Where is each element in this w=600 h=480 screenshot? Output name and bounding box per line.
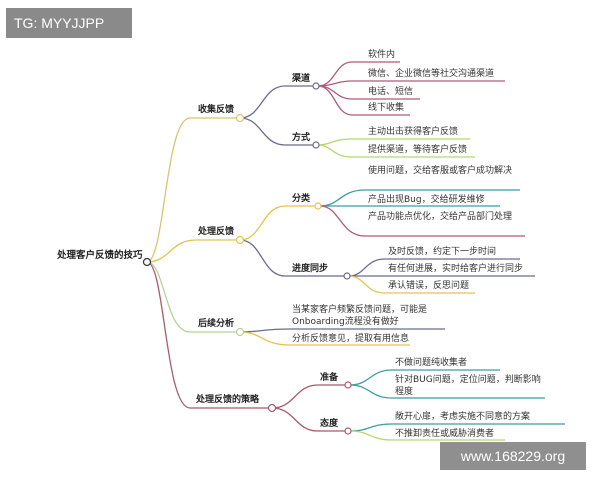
leaf-text: 主动出击获得客户反馈: [368, 127, 459, 137]
connector-handle-fenlei: [239, 205, 316, 241]
sub-category: 分类: [292, 194, 311, 204]
sub-channel: 渠道: [292, 74, 311, 84]
sub-progress-sync: 进度同步: [292, 264, 329, 274]
leaf-text: 产品功能点优化，交给产品部门处理: [368, 212, 513, 222]
leaf-text: 产品出现Bug，交给研发维修: [368, 195, 485, 205]
leaf-text: 软件内: [368, 50, 396, 60]
connector-root-collect: [146, 117, 240, 263]
leaf-text: 及时反馈，约定下一步时间: [388, 247, 497, 257]
leaf-text: 提供渠道，等待客户反馈: [368, 145, 468, 155]
branch-followup-analysis: 后续分析: [198, 319, 235, 329]
leaf-text: 分析反馈意见，提取有用信息: [292, 334, 410, 344]
connector-handle-jindu: [239, 239, 345, 277]
connector-strategy-zhunbei: [271, 384, 346, 409]
branch-handle-feedback: 处理反馈: [198, 227, 235, 237]
sub-attitude: 态度: [320, 419, 339, 429]
leaf-text: 微信、企业微信等社交沟通渠道: [368, 69, 495, 79]
leaf-text: 不做问题纯收集者: [395, 358, 468, 368]
connector-root-handle: [146, 239, 240, 263]
watermark-top-left: TG: MYYJJPP: [6, 8, 132, 38]
connector-strategy-taidu: [271, 407, 346, 432]
connector-root-analysis: [146, 261, 240, 333]
leaf-text: 针对BUG问题，定位问题，判断影响程度: [395, 375, 541, 397]
sub-preparation: 准备: [320, 373, 339, 383]
watermark-bottom-right: www.168229.org: [440, 442, 586, 470]
leaf-text: 不推卸责任或威胁消费者: [395, 429, 495, 439]
leaf-text: 敞开心扉，考虑实施不同意的方案: [395, 412, 531, 422]
branch-strategy: 处理反馈的策略: [196, 395, 260, 405]
root-node: 处理客户反馈的技巧: [57, 250, 143, 261]
branch-collect-feedback: 收集反馈: [198, 105, 235, 115]
connector-root-strategy: [146, 261, 272, 409]
leaf-text: 有任何进展，实时给客户进行同步: [388, 264, 524, 274]
leaf-text: 线下收集: [368, 103, 405, 113]
leaf-text: 当某家客户频繁反馈问题，可能是Onboarding流程没有做好: [292, 305, 428, 327]
connector-collect-qudao: [239, 85, 314, 119]
leaf-text: 使用问题，交给客服或客户成功解决: [368, 166, 513, 176]
sub-method: 方式: [292, 133, 311, 143]
connector-collect-fangshi: [239, 117, 314, 146]
leaf-text: 承认错误，反思问题: [388, 281, 470, 291]
root-node-dot: [142, 257, 152, 267]
leaf-text: 电话、短信: [368, 87, 414, 97]
